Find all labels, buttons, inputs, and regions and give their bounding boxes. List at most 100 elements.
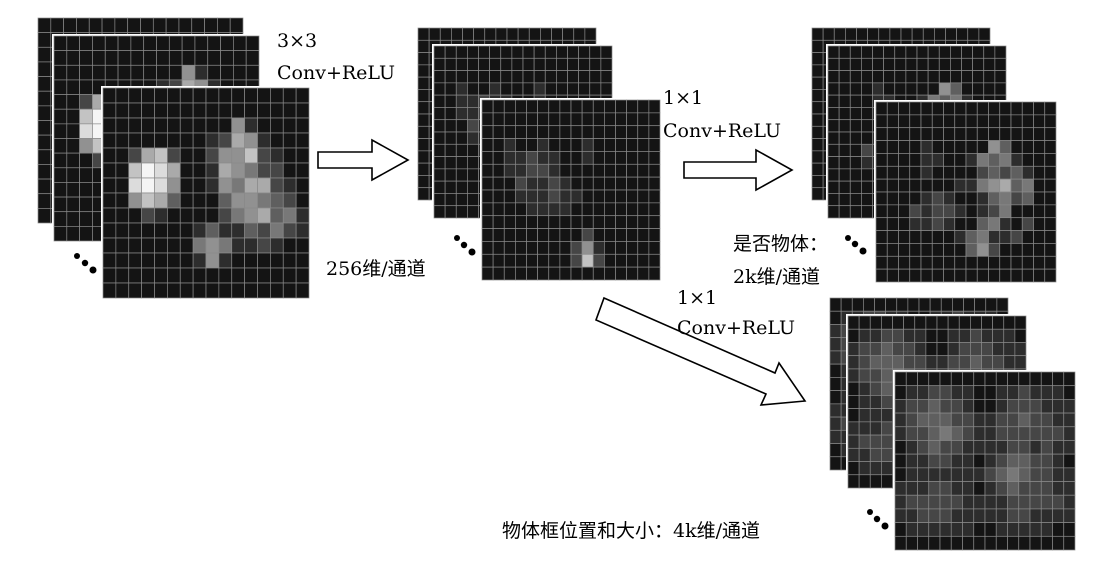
feature-cell: [869, 315, 882, 330]
feature-cell: [984, 371, 997, 387]
feature-cell: [37, 61, 52, 77]
feature-cell: [861, 57, 873, 71]
feature-cell: [102, 207, 117, 224]
feature-cell: [1010, 178, 1023, 193]
feature-cell: [626, 176, 639, 191]
feature-cell: [1044, 191, 1057, 206]
feature-cell: [526, 138, 538, 152]
feature-cell: [492, 266, 505, 281]
feature-cell: [916, 82, 929, 96]
feature-cell: [905, 453, 918, 469]
feature-cell: [115, 252, 130, 269]
feature-cell: [220, 50, 234, 66]
feature-cell: [976, 217, 989, 231]
feature-cell: [503, 99, 516, 114]
feature-cell: [1010, 165, 1023, 180]
feature-cell: [995, 440, 1008, 455]
feature-cell: [849, 193, 862, 207]
feature-cell: [838, 70, 851, 84]
feature-cell: [570, 215, 583, 229]
feature-cell: [894, 522, 907, 537]
feature-cell: [939, 522, 952, 537]
feature-cell: [257, 177, 271, 194]
feature-cell: [168, 35, 183, 51]
feature-cell: [995, 535, 1008, 551]
feature-cell: [179, 207, 194, 224]
feature-cell: [881, 474, 893, 489]
feature-cell: [892, 355, 904, 370]
feature-cell: [847, 447, 860, 462]
feature-cell: [992, 328, 1005, 343]
feature-cell: [1018, 440, 1031, 455]
feature-cell: [53, 64, 68, 81]
feature-cell: [1021, 165, 1034, 180]
feature-cell: [433, 45, 446, 59]
feature-cell: [950, 57, 962, 71]
feature-cell: [858, 434, 871, 449]
feature-cell: [526, 266, 538, 281]
feature-cell: [858, 474, 871, 489]
feature-cell: [1010, 230, 1023, 244]
feature-cell: [104, 64, 119, 81]
feature-cell: [920, 204, 933, 219]
feature-cell: [537, 125, 550, 139]
feature-cell: [104, 50, 119, 66]
feature-cell: [167, 147, 181, 164]
feature-cell: [999, 165, 1012, 180]
feature-cell: [417, 162, 430, 176]
feature-cell: [829, 310, 842, 325]
feature-cell: [637, 163, 650, 178]
feature-cell: [920, 114, 933, 129]
feature-cell: [626, 99, 639, 114]
feature-cell: [114, 17, 129, 33]
feature-cell: [559, 253, 572, 268]
feature-cell: [53, 152, 68, 169]
feature-cell: [66, 138, 80, 154]
feature-cell: [218, 237, 233, 254]
feature-cell: [1033, 268, 1046, 283]
feature-cell: [192, 192, 207, 209]
feature-cell: [1018, 399, 1031, 414]
feature-cell: [869, 355, 882, 370]
feature-cell: [976, 255, 989, 270]
feature-cell: [992, 342, 1005, 357]
feature-cell: [962, 371, 975, 387]
conv-relu-label-2: Conv+ReLU: [663, 120, 781, 142]
feature-cell: [995, 467, 1008, 482]
feature-cell: [156, 50, 170, 66]
feature-cell: [939, 467, 952, 482]
feature-cell: [205, 162, 220, 179]
feature-cell: [481, 112, 494, 127]
feature-cell: [192, 132, 207, 149]
feature-cell: [827, 131, 840, 145]
feature-cell: [167, 282, 181, 299]
feature-cell: [141, 252, 155, 269]
feature-cell: [1052, 440, 1065, 455]
feature-cell: [592, 253, 605, 268]
feature-cell: [179, 192, 194, 209]
feature-cell: [615, 151, 627, 165]
feature-cell: [231, 117, 245, 134]
feature-cell: [954, 165, 967, 180]
feature-cell: [615, 138, 627, 152]
feature-cell: [886, 165, 899, 180]
feature-cell: [526, 202, 538, 217]
feature-cell: [489, 82, 502, 96]
feature-cell: [886, 217, 899, 231]
feature-cell: [433, 156, 446, 170]
feature-cell: [167, 162, 181, 179]
feature-cell: [962, 412, 975, 428]
feature-cell: [903, 342, 916, 357]
feature-cell: [965, 255, 978, 270]
feature-cell: [886, 127, 899, 141]
feature-cell: [976, 230, 989, 244]
feature-cell: [257, 87, 271, 104]
feature-cell: [896, 297, 909, 312]
feature-cell: [999, 255, 1012, 270]
feature-cell: [570, 99, 583, 114]
feature-cell: [270, 177, 284, 194]
feature-cell: [433, 57, 446, 71]
feature-cell: [66, 35, 80, 51]
feature-cell: [1052, 481, 1065, 496]
feature-cell: [996, 297, 1009, 312]
